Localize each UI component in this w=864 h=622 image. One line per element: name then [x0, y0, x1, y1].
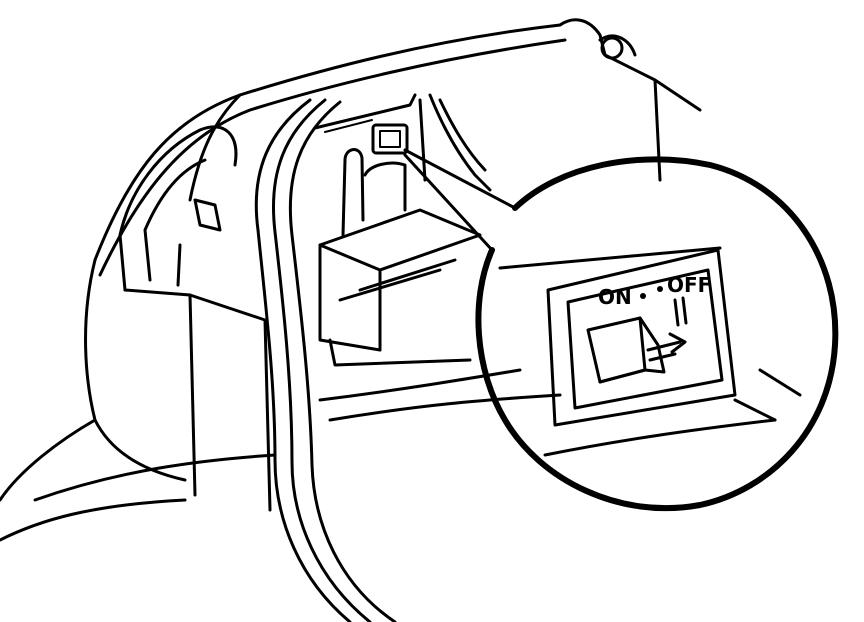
- trunk-side-wall: [118, 125, 238, 292]
- trunk-lid: [93, 23, 567, 277]
- main-switch-small: [371, 123, 409, 155]
- on-label: ON: [598, 285, 632, 309]
- magnified-detail: [475, 156, 839, 512]
- off-indicator-dot: [657, 286, 663, 292]
- callout-pointer: [403, 148, 517, 252]
- on-indicator-dot: [640, 293, 646, 299]
- trunk-back-wall: [313, 93, 492, 237]
- weather-strip: [254, 98, 397, 622]
- trunk-floor: [33, 18, 702, 502]
- off-label: OFF: [667, 273, 711, 297]
- rear-bumper: [0, 258, 272, 542]
- main-switch-detail: [546, 248, 737, 427]
- switch-labels: ON OFF: [598, 273, 711, 309]
